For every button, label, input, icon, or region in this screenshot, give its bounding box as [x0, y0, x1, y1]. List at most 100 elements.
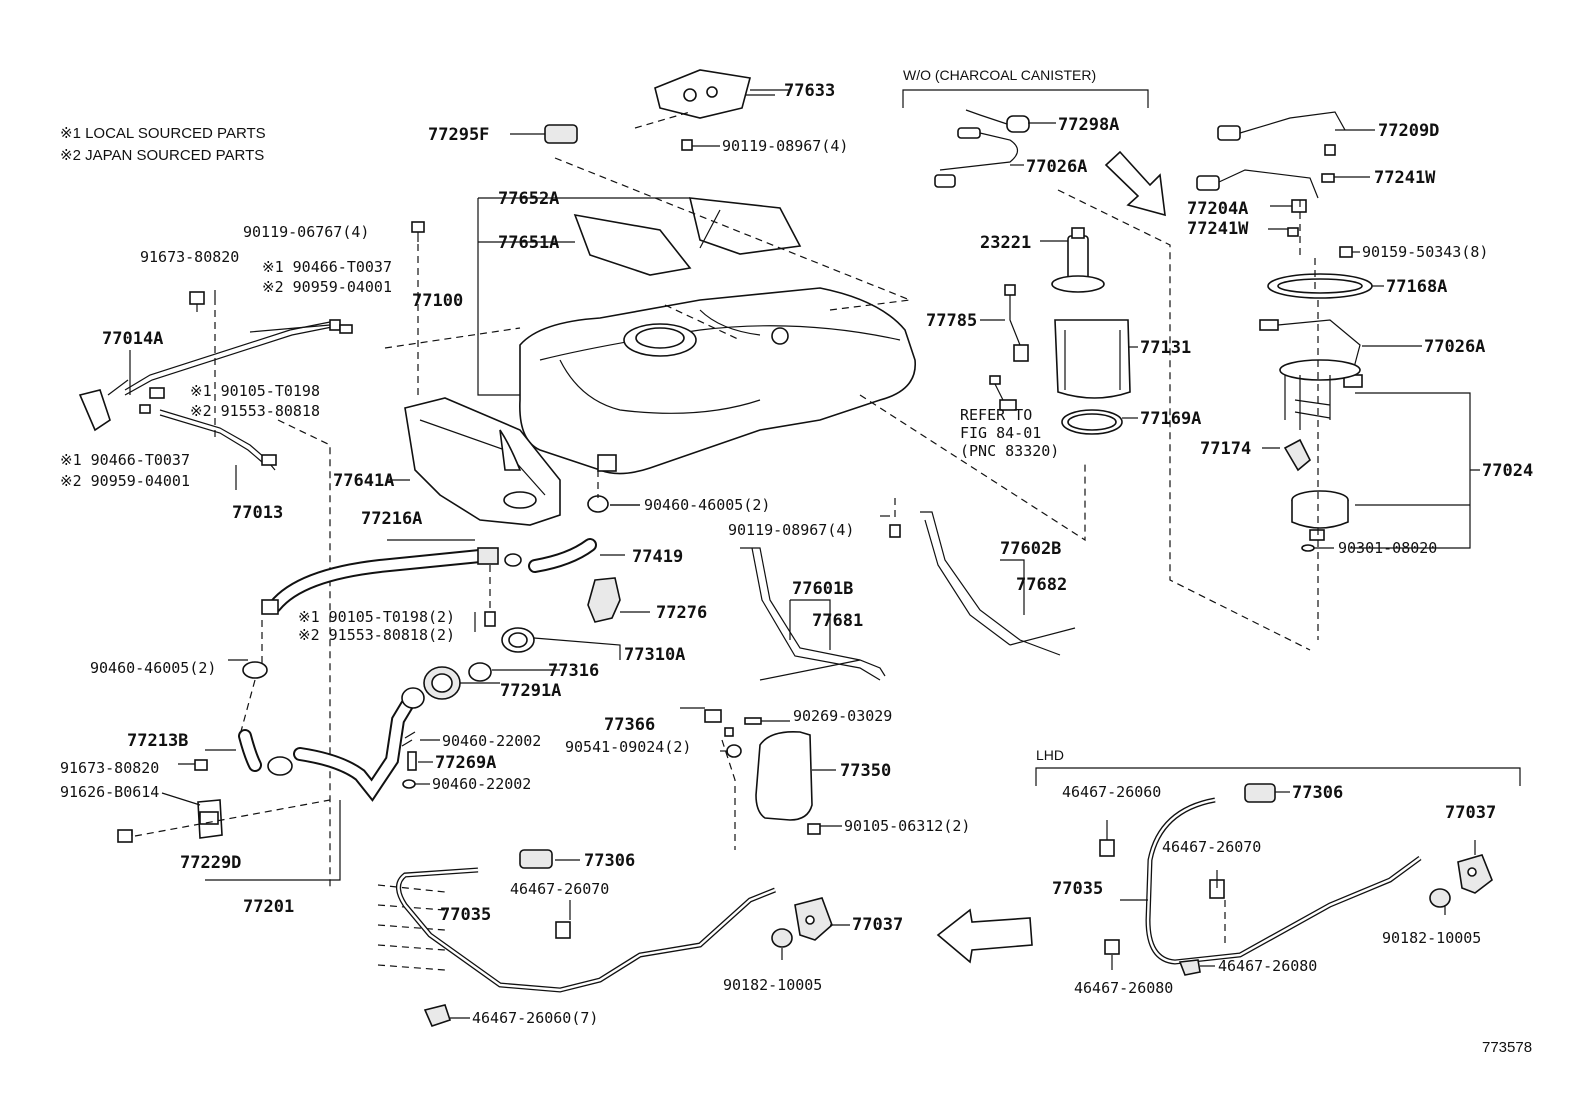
harness-77298A	[934, 109, 1030, 188]
dash-tank-1	[554, 157, 911, 311]
lock-77037-a	[794, 897, 833, 941]
part-labels: 77633 90119-08967(4) 77295F 77298A 77026…	[60, 81, 1533, 1027]
opener-cable-77035-b	[1145, 797, 1422, 965]
dash-right-box	[1057, 189, 1311, 651]
bracket-77100	[477, 198, 520, 396]
label-77306-a: 77306	[584, 851, 635, 871]
retainer-77168A	[1267, 273, 1373, 299]
fuel-pump-23221	[1051, 227, 1105, 293]
lid-hinge-77366	[704, 709, 734, 737]
note-japan-sourced: ※2 JAPAN SOURCED PARTS	[60, 147, 264, 164]
label-90959-04001-a: ※2 90959-04001	[262, 278, 392, 296]
section-bracket-wo-canister	[902, 89, 1149, 108]
label-90159-50343: 90159-50343(8)	[1362, 243, 1488, 261]
label-77014A: 77014A	[102, 329, 163, 349]
label-77169A: 77169A	[1140, 409, 1201, 429]
label-77682: 77682	[1016, 575, 1067, 595]
label-77209D: 77209D	[1378, 121, 1439, 141]
label-77633: 77633	[784, 81, 835, 101]
label-90460-46005-b: 90460-46005(2)	[90, 659, 216, 677]
refer-note-2: FIG 84-01	[960, 424, 1041, 442]
label-91673-80820-b: 91673-80820	[60, 759, 159, 777]
dash-cable-grid	[377, 884, 446, 971]
bracket-77024	[1350, 392, 1480, 549]
label-77213B: 77213B	[127, 731, 188, 751]
label-90119-08967-a: 90119-08967(4)	[722, 137, 848, 155]
section-bracket-lhd	[1035, 767, 1521, 786]
ring-77316	[468, 662, 492, 682]
gasket-77169A-inner	[1067, 413, 1117, 431]
clamp-46467-26060-b	[1099, 839, 1115, 857]
label-90466-T0037-a: ※1 90466-T0037	[262, 258, 392, 276]
label-90119-06767: 90119-06767(4)	[243, 223, 369, 241]
label-77601B: 77601B	[792, 579, 853, 599]
filter-77024	[1291, 490, 1349, 541]
note-local-sourced: ※1 LOCAL SOURCED PARTS	[60, 125, 266, 142]
label-77131: 77131	[1140, 338, 1191, 358]
bolt-90105-T0198-b	[484, 611, 496, 627]
sub-harness-77785	[989, 284, 1029, 411]
fuel-lid-77350	[755, 730, 813, 821]
label-91553-80818-b: ※2 91553-80818(2)	[298, 626, 455, 644]
label-77681: 77681	[812, 611, 863, 631]
ring-90301-08020	[1301, 544, 1315, 552]
bolt-91673-80820-b	[194, 759, 208, 771]
sender-gauge-77026A	[1259, 319, 1363, 430]
bolt-90119-06767	[411, 221, 425, 242]
dash-pump	[859, 394, 1086, 542]
label-77201: 77201	[243, 897, 294, 917]
dash-lid	[721, 739, 736, 850]
tank-band-77601B	[740, 547, 886, 681]
clamp-hose	[504, 553, 522, 567]
vent-pipe-77014A	[78, 319, 341, 432]
dash-filler-3	[239, 620, 263, 736]
label-90959-04001-b: ※2 90959-04001	[60, 472, 190, 490]
label-77026A-top: 77026A	[1026, 157, 1087, 177]
label-77100: 77100	[412, 291, 463, 311]
bracket-77201	[205, 800, 341, 881]
pump-bracket-77131	[1054, 319, 1131, 399]
label-77652A: 77652A	[498, 189, 559, 209]
bolt-90159-50343	[1339, 246, 1353, 258]
bumper-90541-09024	[726, 744, 742, 758]
label-77204A: 77204A	[1187, 199, 1248, 219]
label-77035-b: 77035	[1052, 879, 1103, 899]
tank-band-77602B	[920, 511, 1076, 656]
label-90105-T0198-a: ※1 90105-T0198	[190, 382, 320, 400]
label-77035-a: 77035	[440, 905, 491, 925]
leader-dash	[634, 111, 691, 129]
label-90460-22002-b: 90460-22002	[432, 775, 531, 793]
filler-neck-77310A	[501, 627, 535, 653]
label-77310A: 77310A	[624, 645, 685, 665]
hose-77276	[587, 577, 621, 623]
tube-77269A	[407, 751, 417, 771]
label-77013: 77013	[232, 503, 283, 523]
clip-77241W-b	[1287, 227, 1299, 237]
label-77168A: 77168A	[1386, 277, 1447, 297]
label-90460-22002-a: 90460-22002	[442, 732, 541, 750]
pin-90269-03029	[744, 717, 762, 725]
grommet-77291A	[423, 666, 461, 700]
label-90466-T0037-b: ※1 90466-T0037	[60, 451, 190, 469]
label-77306-b: 77306	[1292, 783, 1343, 803]
label-77291A: 77291A	[500, 681, 561, 701]
hose-77419	[528, 538, 597, 573]
label-90541-09024: 90541-09024(2)	[565, 738, 691, 756]
label-77419: 77419	[632, 547, 683, 567]
breather-hose-77216A	[261, 547, 499, 615]
label-77037-a: 77037	[852, 915, 903, 935]
label-77651A: 77651A	[498, 233, 559, 253]
dash-bracket	[134, 799, 331, 837]
clamp-90460-46005-b	[242, 661, 268, 679]
label-46467-26080-b: 46467-26080	[1074, 979, 1173, 997]
bolt-90119-08967-b	[889, 524, 901, 538]
label-46467-26060-7: 46467-26060(7)	[472, 1009, 598, 1027]
label-91553-80818-a: ※2 91553-80818	[190, 402, 320, 420]
lever-77306-a	[519, 849, 553, 869]
clamp-90466-T0037-a	[339, 324, 353, 334]
vent-pipe-77013	[139, 387, 277, 471]
tank-protector-77641A	[404, 397, 561, 526]
clamp-hose-b	[267, 756, 293, 776]
label-91626-B0614: 91626-B0614	[60, 783, 159, 801]
label-77366: 77366	[604, 715, 655, 735]
